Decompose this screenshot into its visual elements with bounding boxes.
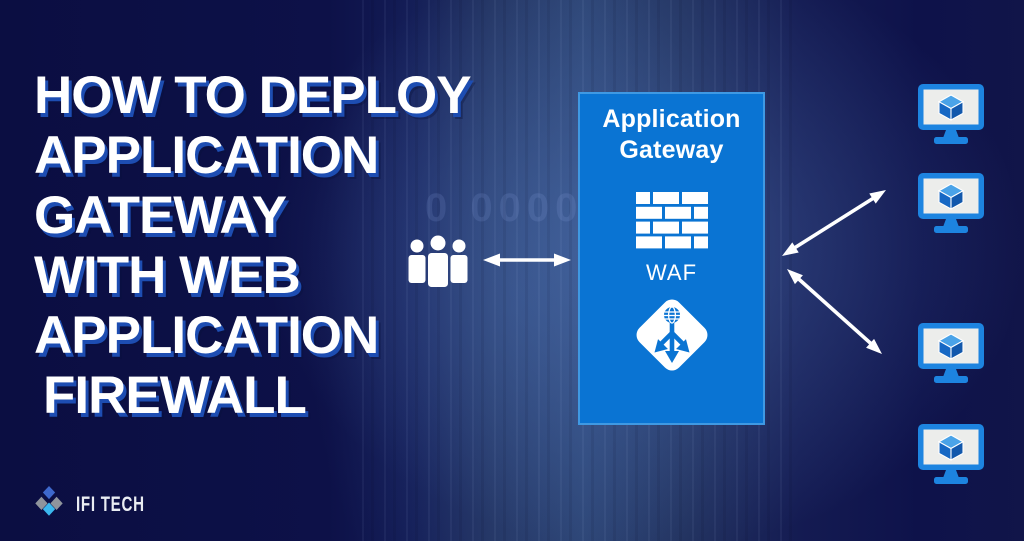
title-line: HOW TO DEPLOY [34, 66, 472, 125]
ifi-tech-logo-icon [30, 485, 68, 524]
gateway-upper-vms-arrow [772, 180, 894, 275]
waf-label: WAF [645, 260, 698, 285]
firewall-brick-icon [635, 192, 708, 255]
gateway-box-title: Application Gateway [602, 104, 740, 166]
gateway-box-title-line2: Gateway [619, 136, 724, 164]
application-gateway-diamond-icon [626, 289, 718, 386]
vm-monitor-icon [918, 173, 984, 240]
vm-monitor-icon [918, 424, 984, 491]
gateway-lower-vms-arrow [776, 258, 891, 367]
brand-logo-text: IFI TECH [76, 492, 145, 516]
title-line: FIREWALL [43, 366, 307, 425]
title-line: APPLICATION [34, 306, 379, 365]
title-line: GATEWAY [34, 186, 287, 245]
vm-monitor-icon [918, 323, 984, 390]
page-title: HOW TO DEPLOY APPLICATION GATEWAY WITH W… [34, 66, 472, 426]
gateway-box-title-line1: Application [602, 105, 741, 133]
title-line: WITH WEB [34, 246, 301, 305]
users-icon [404, 232, 472, 295]
clients-gateway-arrow [482, 248, 572, 277]
application-gateway-box: Application Gateway WAF [578, 92, 765, 425]
vm-monitor-icon [918, 84, 984, 151]
title-line: APPLICATION [34, 126, 379, 185]
brand-logo: IFI TECH [30, 485, 172, 524]
